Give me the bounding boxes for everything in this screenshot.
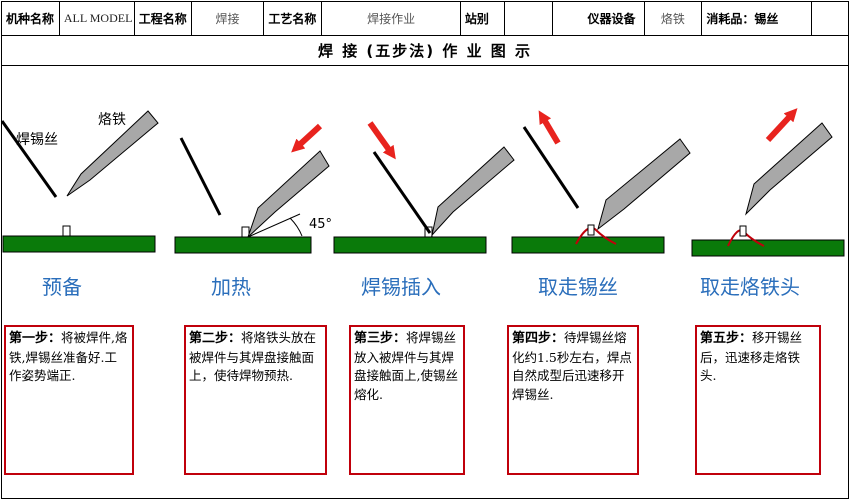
- step-1-title: 预备: [42, 275, 82, 299]
- component-lead: [739, 225, 747, 237]
- remove-iron-arrow-icon: [765, 108, 798, 143]
- step-5-text: 移开锡丝后，迅速移走烙铁头.: [700, 330, 803, 383]
- solder-wire: [372, 151, 432, 234]
- step-5-heading: 第五步：: [700, 331, 753, 346]
- pcb-board: [691, 239, 845, 257]
- solder-wire-label: 焊锡丝: [16, 132, 58, 148]
- step-5-description: 第五步：移开锡丝后，迅速移走烙铁头.: [695, 325, 821, 475]
- step-4-illustration: [511, 110, 691, 254]
- iron-label: 烙铁: [98, 112, 126, 128]
- header-label-equipment: 仪器设备: [553, 2, 645, 35]
- soldering-iron: [745, 122, 833, 216]
- header-label-technique: 工艺名称: [264, 2, 323, 35]
- header-value-process: 焊接: [192, 2, 265, 35]
- soldering-iron: [66, 110, 159, 197]
- pcb-board: [511, 236, 665, 254]
- soldering-iron: [247, 150, 330, 238]
- header-value-equipment: 烙铁: [645, 2, 703, 35]
- step-5-illustration: [691, 108, 845, 257]
- soldering-iron: [597, 138, 691, 231]
- step-5-title: 取走烙铁头: [700, 275, 800, 299]
- header-label-station: 站别: [461, 2, 505, 35]
- step-2-heading: 第二步：: [189, 331, 242, 346]
- solder-wire: [522, 126, 580, 209]
- step-2-illustration: 45°: [174, 123, 332, 254]
- component-lead: [587, 224, 595, 236]
- insert-arrow-icon: [367, 121, 396, 160]
- step-1-heading: 第一步：: [9, 331, 62, 346]
- component-lead: [241, 226, 250, 238]
- step-1-description: 第一步：将被焊件,烙铁,焊锡丝准备好.工作姿势端正.: [4, 325, 134, 475]
- step-1-illustration: 焊锡丝 烙铁: [0, 110, 159, 253]
- angle-label: 45°: [309, 217, 332, 232]
- pcb-board: [174, 236, 312, 254]
- step-4-text: 待焊锡丝熔化约1.5秒左右，焊点自然成型后迅速移开焊锡丝.: [512, 330, 632, 402]
- step-3-heading: 第三步：: [354, 331, 407, 346]
- step-2-title: 加热: [211, 275, 251, 299]
- move-down-arrow-icon: [291, 123, 323, 153]
- step-3-text: 将焊锡丝放入被焊件与其焊盘接触面上,使锡丝熔化.: [354, 330, 458, 402]
- header-table: 机种名称 ALL MODEL 工程名称 焊接 工艺名称 焊接作业 站别 仪器设备…: [1, 1, 849, 36]
- step-3-illustration: [333, 121, 515, 254]
- step-4-description: 第四步：待焊锡丝熔化约1.5秒左右，焊点自然成型后迅速移开焊锡丝.: [507, 325, 639, 475]
- solder-wire: [0, 120, 58, 198]
- remove-wire-arrow-icon: [538, 110, 561, 145]
- solder-joint: [575, 226, 617, 245]
- pcb-board: [2, 235, 156, 253]
- diagram-frame: [1, 66, 849, 499]
- header-value-station: [505, 2, 553, 35]
- step-4-title: 取走锡丝: [538, 275, 618, 299]
- pcb-board: [333, 236, 487, 254]
- soldering-iron: [431, 146, 515, 237]
- step-4-heading: 第四步：: [512, 331, 565, 346]
- angle-arc: [289, 217, 303, 237]
- step-1-text: 将被焊件,烙铁,焊锡丝准备好.工作姿势端正.: [9, 330, 128, 383]
- page-title: 焊 接 (五步法) 作 业 图 示: [1, 36, 849, 66]
- header-label-model: 机种名称: [2, 2, 60, 35]
- step-3-title: 焊锡插入: [361, 275, 441, 299]
- step-2-text: 将烙铁头放在被焊件与其焊盘接触面上，使待焊物预热.: [189, 330, 317, 383]
- step-3-description: 第三步：将焊锡丝放入被焊件与其焊盘接触面上,使锡丝熔化.: [349, 325, 465, 475]
- header-label-consumable: 消耗品：锡丝: [702, 2, 813, 35]
- header-label-process: 工程名称: [135, 2, 192, 35]
- header-value-technique: 焊接作业: [322, 2, 461, 35]
- header-value-model: ALL MODEL: [60, 2, 135, 35]
- solder-wire: [179, 137, 222, 216]
- component-lead: [62, 225, 71, 237]
- step-2-description: 第二步：将烙铁头放在被焊件与其焊盘接触面上，使待焊物预热.: [184, 325, 327, 475]
- angle-guide-line: [247, 213, 301, 238]
